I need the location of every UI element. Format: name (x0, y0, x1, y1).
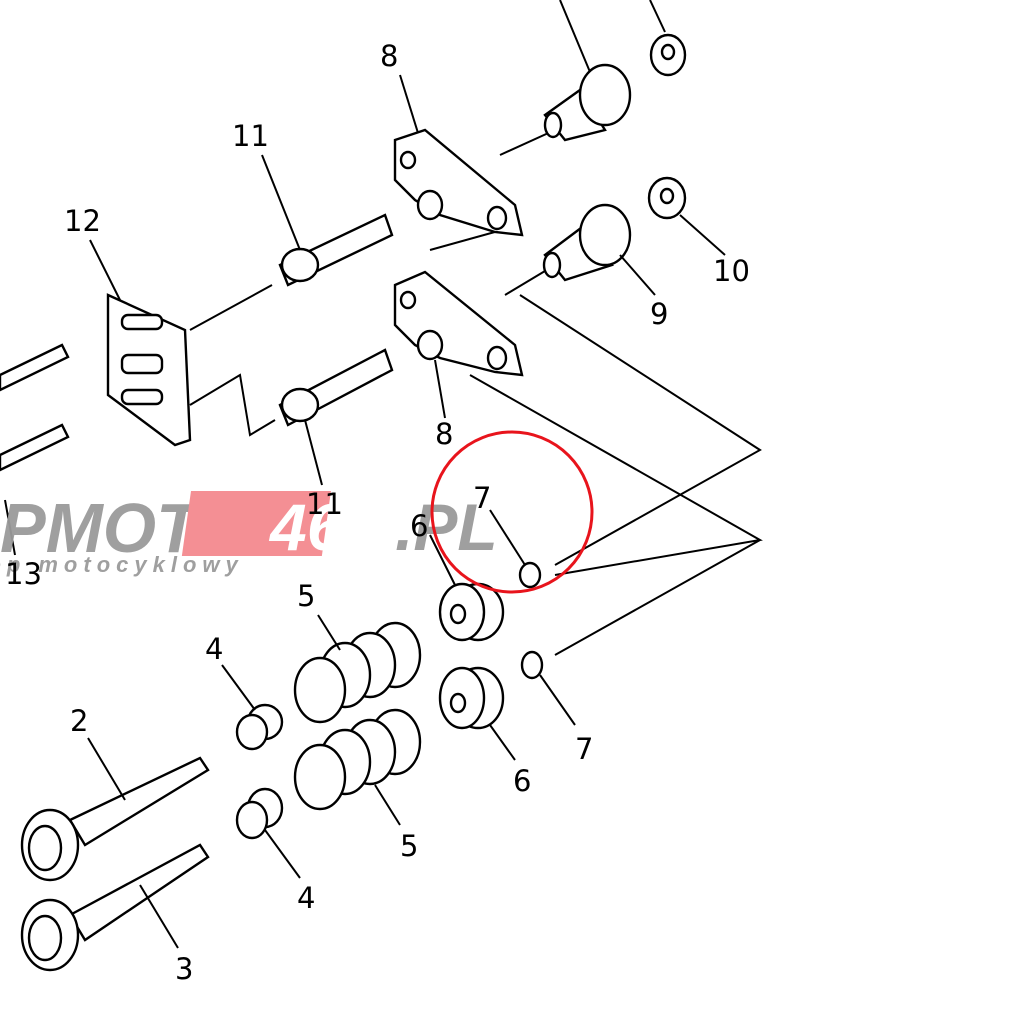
callout-6-bottom: 6 (513, 764, 531, 798)
assembly-lines (0, 129, 763, 656)
watermark-brand-right: .PL (395, 490, 498, 564)
seal-top (235, 703, 284, 751)
retainer-top (438, 582, 505, 642)
callout-7-top: 7 (473, 481, 491, 515)
watermark-brand-num: 46 (268, 490, 345, 564)
callout-13: 13 (5, 557, 42, 591)
callout-5-top: 5 (297, 579, 315, 613)
rocker-arm-bottom (393, 270, 524, 377)
callout-3: 3 (175, 952, 193, 986)
callout-10: 10 (713, 254, 750, 288)
retainer-bottom (438, 666, 505, 730)
spring-bottom (293, 708, 422, 811)
valve-exhaust (20, 843, 210, 972)
rocker-shaft-top (543, 63, 632, 142)
nut-10 (647, 176, 687, 220)
gasket-12 (106, 293, 192, 447)
seal-bottom (235, 787, 284, 840)
callout-12: 12 (64, 204, 101, 238)
callout-5-bottom: 5 (400, 829, 418, 863)
rocker-arm-top (393, 128, 524, 237)
watermark-tagline: sklep motocyklowy (0, 552, 244, 577)
callout-11-bottom: 11 (306, 487, 343, 521)
callout-4-bottom: 4 (297, 881, 315, 915)
stud-top (278, 213, 394, 287)
callout-8-top: 8 (380, 39, 398, 73)
rocker-shaft-9 (542, 203, 632, 282)
nut-top (649, 33, 687, 77)
callout-leaders (4, 74, 726, 949)
bolts-13 (0, 343, 70, 472)
highlight-circle (430, 430, 594, 594)
watermark: PMOTO 46 .PL sklep motocyklowy (0, 489, 498, 577)
callout-numbers: 8 11 12 10 9 8 11 7 6 13 5 4 7 6 2 5 4 3 (5, 39, 750, 986)
valve-intake (20, 756, 210, 882)
callout-9: 9 (650, 297, 668, 331)
cotter-bottom (520, 650, 544, 680)
stud-bottom (278, 348, 394, 427)
cotter-top (518, 561, 542, 589)
watermark-badge (181, 491, 331, 556)
callout-11-top: 11 (232, 119, 269, 153)
callout-6-top: 6 (410, 509, 428, 543)
callout-7-bottom: 7 (575, 732, 593, 766)
callout-2: 2 (70, 704, 88, 738)
spring-top (293, 621, 422, 724)
callout-4-top: 4 (205, 632, 223, 666)
callout-8-bottom: 8 (435, 417, 453, 451)
